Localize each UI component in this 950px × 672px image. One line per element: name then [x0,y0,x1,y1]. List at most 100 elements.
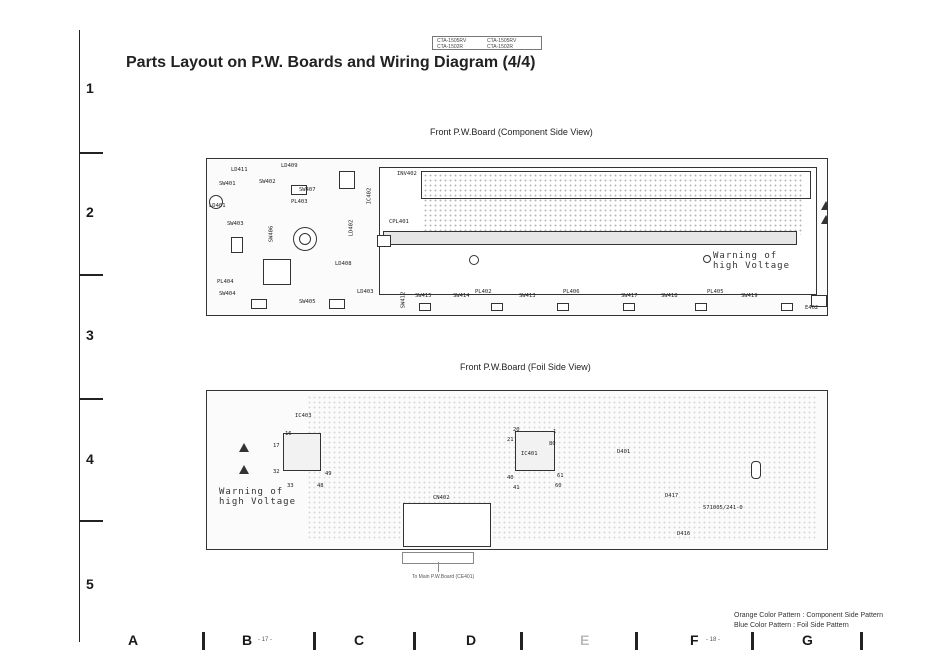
ref-label: SW412 [400,291,407,309]
pin-label: 21 [507,437,514,443]
ref-label: PL403 [291,199,308,205]
pin-label: 33 [287,483,294,489]
encoder-shaft [299,233,311,245]
warning-line: high Voltage [713,261,791,271]
ref-label: LD411 [231,167,248,173]
switch-footprint [491,303,503,311]
grid-tick [79,152,103,154]
ref-label: SW415 [415,293,432,299]
switch-footprint [419,303,431,311]
ref-label: IC402 [366,187,373,205]
ref-label: E402 [805,305,819,311]
ic-package [515,431,555,471]
ref-label: LD408 [335,261,352,267]
foil-side-board: Warning of high Voltage IC403 16 17 32 3… [206,390,828,550]
grid-tick [79,520,103,522]
ref-label: PL404 [217,279,234,285]
column-separator [202,632,205,650]
terminal-footprint [811,295,827,307]
warning-line: Warning of [219,487,284,497]
column-separator [860,632,863,650]
column-marker: A [128,632,139,648]
foil-board-title: Front P.W.Board (Foil Side View) [460,362,591,372]
pin-label: 48 [317,483,324,489]
display-window [421,171,811,199]
warning-triangle-icon [821,215,827,224]
warning-line: high Voltage [219,497,297,507]
ref-label: PL405 [707,289,724,295]
ref-label: 571005/241-0 [703,505,743,511]
ref-label: PL402 [475,289,492,295]
ref-label: INV402 [397,171,417,177]
connector-note: To Main P.W.Board (CE401) [412,574,475,580]
warning-text: Warning of high Voltage [219,487,296,507]
page-title: Parts Layout on P.W. Boards and Wiring D… [126,54,536,71]
pin-label: 32 [273,469,280,475]
model-number: CTA-1505RV [487,38,517,44]
warning-triangle-icon [821,201,827,210]
ref-label: SW402 [259,179,276,185]
ref-label: IC403 [295,413,312,419]
column-marker: E [580,632,590,648]
switch-footprint [781,303,793,311]
row-marker: 1 [86,80,94,96]
foil-trace-pattern [307,395,817,541]
component-board-title: Front P.W.Board (Component Side View) [430,127,593,137]
pin-label: 17 [273,443,280,449]
switch-footprint [231,237,243,253]
ref-label: SW407 [299,187,316,193]
ic-package [283,433,321,471]
mounting-hole [469,255,479,265]
pin-label: 61 [557,473,564,479]
ref-label: SW404 [219,291,236,297]
pin-label: 40 [507,475,514,481]
pin-label: 41 [513,485,520,491]
pin-label: 49 [325,471,332,477]
switch-footprint [263,259,291,285]
ref-label: D401 [617,449,631,455]
ref-label: PL406 [563,289,580,295]
pin-label: 1 [553,429,557,435]
ref-label: IC401 [521,451,538,457]
ref-label: SW406 [268,225,275,243]
ref-label: SW405 [299,299,316,305]
mounting-hole [703,255,711,263]
model-number: CTA-1502R [437,44,464,50]
switch-footprint [291,185,307,195]
column-marker: B [242,632,253,648]
switch-footprint [329,299,345,309]
pin-label: 80 [549,441,556,447]
grid-tick [79,274,103,276]
column-separator [313,632,316,650]
warning-triangle-icon [239,465,249,474]
ref-label: LD409 [281,163,298,169]
column-separator [751,632,754,650]
column-marker: G [802,632,813,648]
pin-label: 60 [555,483,562,489]
switch-footprint [623,303,635,311]
model-number-box: CTA-1505RV CTA-1505RV CTA-1502R CTA-1502… [432,36,542,50]
row-marker: 2 [86,204,94,220]
legend-line: Orange Color Pattern : Component Side Pa… [734,612,884,619]
ref-label: LD402 [348,219,355,237]
warning-text: Warning of high Voltage [713,251,790,271]
column-marker: C [354,632,365,648]
column-marker: D [466,632,477,648]
component-side-board: Warning of high Voltage LD411 SW401 SW40… [206,158,828,316]
ref-label: SW419 [741,293,758,299]
warning-line: Warning of [713,251,778,261]
row-marker: 3 [86,327,94,343]
ref-label: CN402 [433,495,450,501]
grid-rule [79,30,80,642]
model-number: CTA-1505RV [437,38,467,44]
mounting-hole [751,461,761,479]
ref-label: D417 [665,493,679,499]
ref-label: SW418 [661,293,678,299]
row-marker: 4 [86,451,94,467]
page-number: - 17 - [258,637,273,643]
column-marker: F [690,632,699,648]
connector-footprint [403,503,491,547]
column-separator [520,632,523,650]
switch-footprint [557,303,569,311]
column-separator [635,632,638,650]
